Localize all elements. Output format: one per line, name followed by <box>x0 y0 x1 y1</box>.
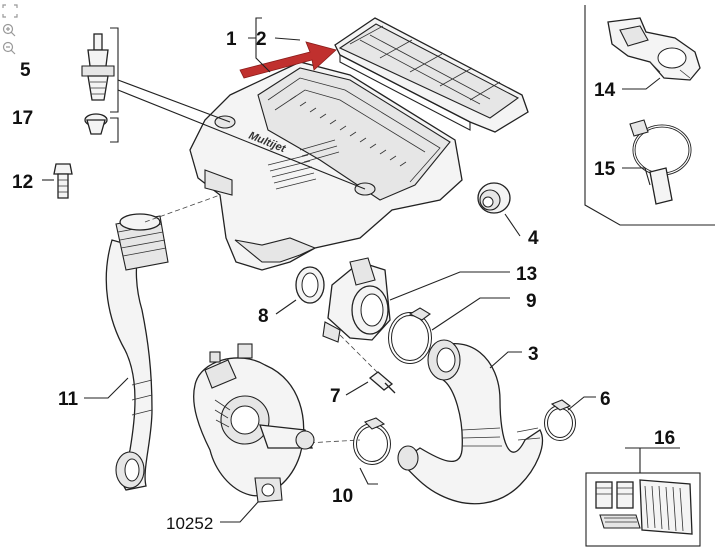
screw-part[interactable] <box>368 371 396 394</box>
cable-tie-part[interactable] <box>629 119 692 205</box>
callout-3: 3 <box>528 344 539 365</box>
air-filter-part[interactable] <box>334 17 529 133</box>
pipe-clip-part[interactable] <box>607 17 701 81</box>
callout-15: 15 <box>594 159 616 180</box>
callout-10252: 10252 <box>166 514 213 533</box>
fit-screen-icon[interactable] <box>2 4 18 18</box>
zoom-in-icon[interactable] <box>2 23 18 37</box>
inset-frame-brackets <box>584 5 715 226</box>
intake-hose-part[interactable] <box>105 213 169 491</box>
hose-clamp-part-6[interactable] <box>544 399 576 441</box>
turbocharger-part[interactable] <box>193 343 315 503</box>
intake-duct-part[interactable] <box>397 339 544 505</box>
callout-11: 11 <box>58 389 79 410</box>
engine-cover-part[interactable]: Multijet <box>189 61 463 271</box>
air-flow-meter-part[interactable] <box>322 257 391 343</box>
callout-5: 5 <box>20 60 31 81</box>
highlight-arrow <box>239 41 337 79</box>
callout-10: 10 <box>332 486 353 507</box>
callout-1: 1 <box>226 29 237 50</box>
small-grommet-part[interactable] <box>84 113 108 135</box>
callout-4: 4 <box>528 228 539 249</box>
hose-clamp-part-10[interactable] <box>353 417 391 465</box>
grommet-part[interactable] <box>477 182 511 214</box>
callout-9: 9 <box>526 291 537 312</box>
callout-14: 14 <box>594 80 616 101</box>
callout-6: 6 <box>600 389 611 410</box>
callout-7: 7 <box>330 386 341 407</box>
stud-bolt-part[interactable] <box>81 33 115 101</box>
bolt-part[interactable] <box>53 163 73 199</box>
leader-lines <box>42 17 680 523</box>
callout-2: 2 <box>256 29 267 50</box>
callout-12: 12 <box>12 172 33 193</box>
callout-16: 16 <box>654 428 675 449</box>
o-ring-part[interactable] <box>295 266 325 304</box>
filter-kit-part[interactable] <box>585 472 701 547</box>
callout-17: 17 <box>12 108 33 129</box>
callout-13: 13 <box>516 264 537 285</box>
hose-clamp-part-9[interactable] <box>388 307 432 364</box>
callout-8: 8 <box>258 306 269 327</box>
zoom-out-icon[interactable] <box>2 41 18 55</box>
